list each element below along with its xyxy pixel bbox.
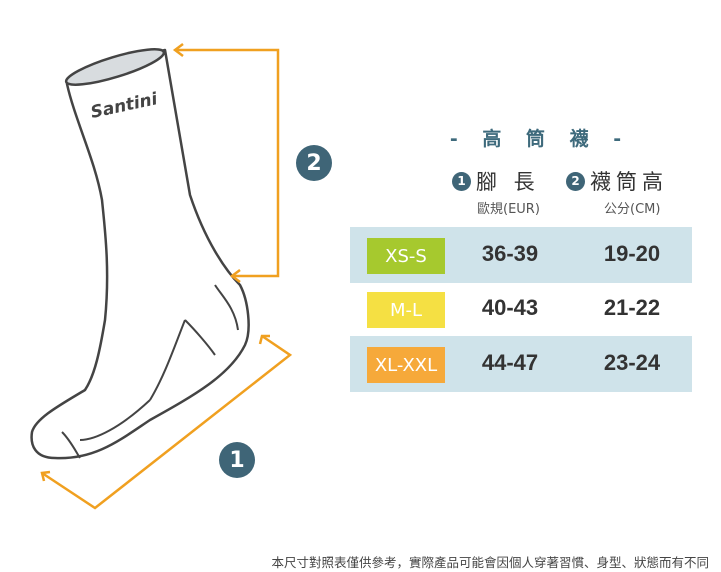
col1-label: 腳 長 xyxy=(476,170,540,194)
footnote: 本尺寸對照表僅供參考，實際產品可能會因個人穿著習慣、身型、狀態而有不同 xyxy=(271,555,709,570)
size-badge-m-l: M-L xyxy=(367,292,445,328)
table-row: XS-S 36-39 19-20 xyxy=(350,227,692,283)
col2-unit: 公分(CM) xyxy=(604,202,661,217)
marker-2-badge: 2 xyxy=(296,145,332,181)
foot-length-value: 44-47 xyxy=(481,350,539,375)
foot-length-value: 36-39 xyxy=(481,241,539,266)
cuff-height-value: 19-20 xyxy=(603,241,661,266)
sock-illustration: Santini xyxy=(30,43,293,510)
size-badge-xs-s: XS-S xyxy=(367,238,445,274)
size-badge-xl-xxl: XL-XXL xyxy=(367,347,445,383)
marker-1-badge: 1 xyxy=(219,442,255,478)
col1-header: 1 腳 長 xyxy=(452,166,540,196)
cuff-height-value: 23-24 xyxy=(603,350,661,375)
table-row: M-L 40-43 21-22 xyxy=(350,281,692,337)
foot-length-arrow xyxy=(40,334,293,510)
col2-header: 2 襪筒高 xyxy=(566,166,668,196)
col2-badge: 2 xyxy=(566,171,585,191)
col1-unit: 歐規(EUR) xyxy=(477,202,540,217)
foot-length-value: 40-43 xyxy=(481,295,539,320)
table-row: XL-XXL 44-47 23-24 xyxy=(350,336,692,392)
table-title: - 高 筒 襪 - xyxy=(449,128,631,150)
height-arrow xyxy=(172,43,280,283)
cuff-height-value: 21-22 xyxy=(603,295,661,320)
col2-label: 襪筒高 xyxy=(590,170,668,194)
sock-heel-toe-lines xyxy=(61,284,239,459)
sock-outline xyxy=(30,48,250,460)
col1-badge: 1 xyxy=(452,171,471,191)
sock-opening xyxy=(64,48,166,86)
